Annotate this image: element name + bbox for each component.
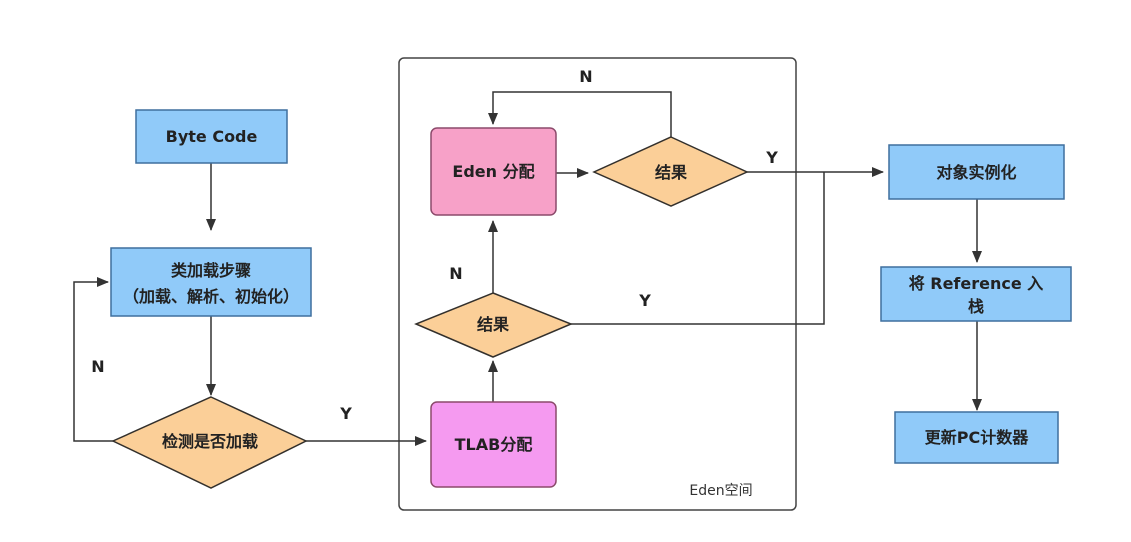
node-result-bottom-label: 结果 (476, 315, 509, 334)
node-update-pc: 更新PC计数器 (894, 411, 1059, 464)
node-class-loading-label-2: （加载、解析、初始化） (123, 287, 299, 306)
edge-result-bottom-yes (571, 172, 825, 325)
node-result-top-label: 结果 (654, 163, 687, 182)
node-push-reference-label-1: 将 Reference 入 (909, 274, 1044, 293)
node-class-loading-label-1: 类加载步骤 (171, 261, 251, 280)
node-check-loaded: 检测是否加载 (111, 396, 308, 489)
edge-label-tlab-fail: N (449, 264, 462, 283)
node-check-loaded-label: 检测是否加载 (162, 432, 258, 451)
node-result-bottom: 结果 (414, 292, 573, 358)
node-eden-alloc: Eden 分配 (430, 127, 557, 216)
edge-label-eden-success: Y (765, 148, 778, 167)
edge-label-loaded: Y (339, 404, 352, 423)
node-tlab-alloc-label: TLAB分配 (455, 435, 533, 454)
node-object-instantiation-label: 对象实例化 (936, 163, 1016, 182)
edge-check-no-loop (73, 277, 113, 442)
node-tlab-alloc: TLAB分配 (430, 401, 557, 488)
eden-space-region (398, 57, 797, 511)
node-class-loading: 类加载步骤 （加载、解析、初始化） (110, 247, 312, 317)
node-eden-alloc-label: Eden 分配 (452, 162, 534, 181)
node-byte-code-label: Byte Code (166, 127, 258, 146)
edge-label-tlab-success: Y (638, 291, 651, 310)
node-update-pc-label: 更新PC计数器 (925, 428, 1029, 447)
connectors (73, 91, 982, 446)
node-push-reference: 将 Reference 入 栈 (880, 266, 1072, 322)
edge-label-not-loaded: N (91, 357, 104, 376)
eden-space-label: Eden空间 (689, 483, 752, 499)
node-byte-code: Byte Code (135, 109, 288, 164)
edge-result-top-no-loop (488, 91, 672, 137)
node-push-reference-label-2: 栈 (968, 297, 984, 316)
node-object-instantiation: 对象实例化 (888, 144, 1065, 200)
node-result-top: 结果 (592, 136, 749, 207)
edge-label-eden-fail: N (579, 67, 592, 86)
